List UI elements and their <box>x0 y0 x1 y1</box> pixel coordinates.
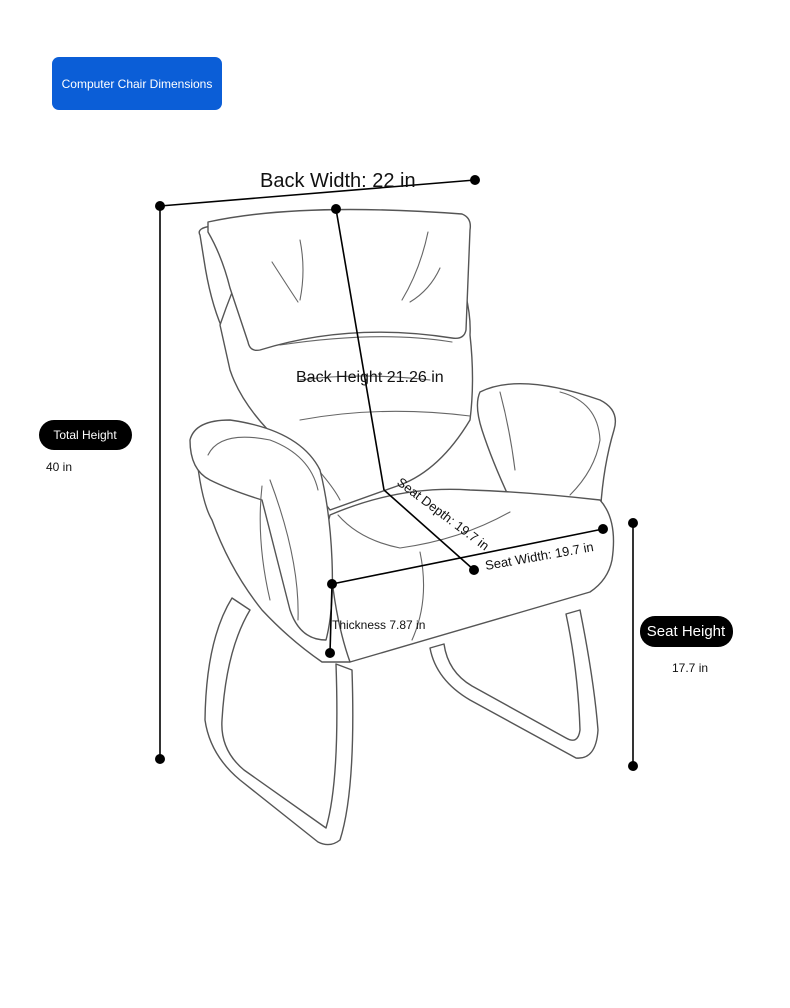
back-width-end-dot <box>470 175 480 185</box>
thickness-line <box>329 583 333 654</box>
seat-depth-line <box>383 489 475 571</box>
seat-height-top-dot <box>628 518 638 528</box>
title-badge-label: Computer Chair Dimensions <box>61 76 213 91</box>
back-width-line <box>159 179 476 207</box>
seat-height-callout: Seat Height 17.7 in <box>640 616 733 675</box>
seat-width-end-dot <box>598 524 608 534</box>
chair-illustration <box>189 208 617 846</box>
back-height-line <box>335 208 385 491</box>
seat-height-value: 17.7 in <box>672 661 708 675</box>
seat-height-pill <box>640 616 733 647</box>
seat-width-line <box>331 528 604 585</box>
total-height-callout: Total Height 40 in <box>39 420 132 474</box>
total-height-pill-label: Total Height <box>53 428 117 442</box>
chair-right-leg <box>429 609 599 759</box>
seat-depth-end-dot <box>469 565 479 575</box>
back-width-label: Back Width: 22 in <box>260 170 416 192</box>
total-height-value: 40 in <box>46 460 72 474</box>
chair-headrest <box>207 208 472 352</box>
chair-right-armrest <box>476 382 617 521</box>
back-height-top-dot <box>331 204 341 214</box>
back-width-start-dot <box>155 201 165 211</box>
dimension-endpoints <box>155 175 638 771</box>
seat-height-pill-label: Seat Height <box>647 623 726 640</box>
total-height-end-dot <box>155 754 165 764</box>
total-height-pill <box>39 420 132 450</box>
seat-width-start-dot <box>327 579 337 589</box>
thickness-label: Thickness 7.87 in <box>332 618 425 632</box>
title-badge: Computer Chair Dimensions <box>52 57 222 110</box>
back-height-label: Back Height 21.26 in <box>296 369 444 386</box>
seat-height-bottom-dot <box>628 761 638 771</box>
dimension-lines <box>159 179 634 766</box>
chair-seat-cushion <box>319 488 615 663</box>
thickness-end-dot <box>325 648 335 658</box>
chair-left-leg <box>204 597 354 846</box>
